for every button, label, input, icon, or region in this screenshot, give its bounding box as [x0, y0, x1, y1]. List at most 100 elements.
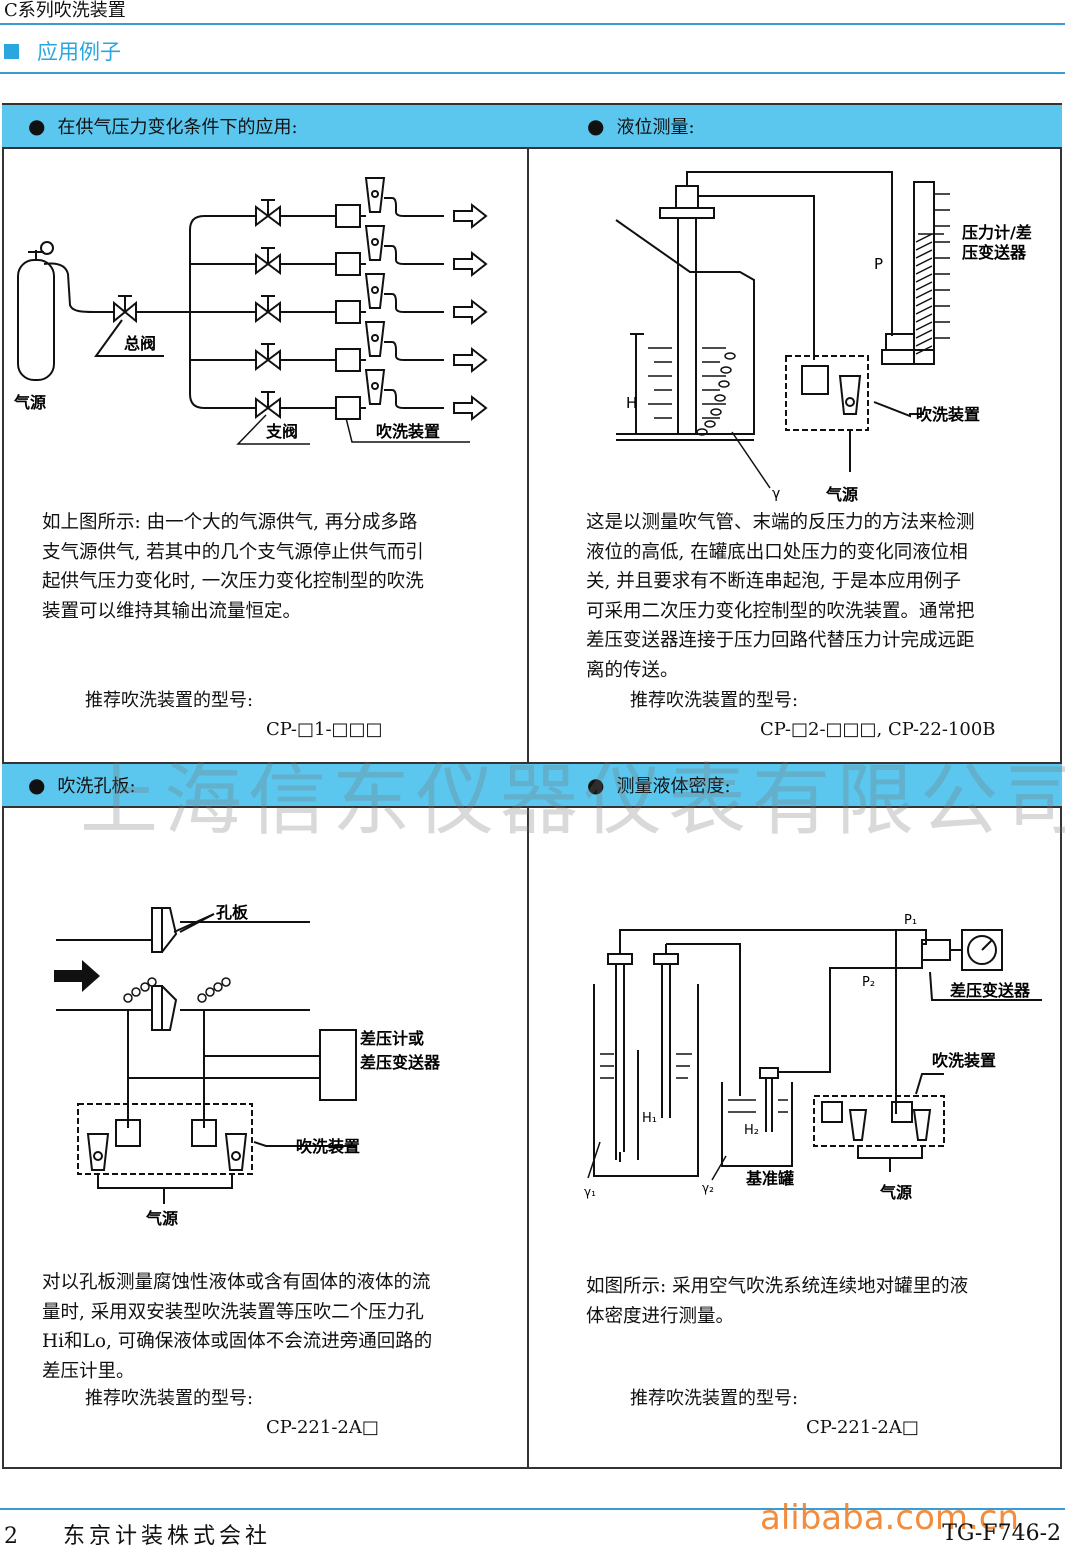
- desc-line: 这是以测量吹气管、末端的反压力的方法来检测: [586, 512, 975, 533]
- label-gas-source-3: 气源: [145, 1209, 178, 1228]
- label-gas-source-2: 气源: [825, 485, 858, 504]
- orifice-diagram: 孔板 差压计或 差压变送器 吹洗装置 气源: [54, 903, 441, 1228]
- footer-rule: [0, 1508, 1065, 1510]
- panel-title-density: 测量液体密度:: [616, 776, 731, 797]
- desc-line: 液位的高低, 在罐底出口处压力的变化同液位相: [586, 541, 968, 563]
- orifice-description: 对以孔板测量腐蚀性液体或含有固体的液体的流 量时, 采用双安装型吹洗装置等压吹二…: [42, 1268, 432, 1386]
- supply-model: CP-□1-□□□: [266, 719, 383, 740]
- desc-line: 支气源供气, 若其中的几个支气源停止供气而引: [42, 541, 424, 563]
- flowmeter-icon: [364, 225, 386, 261]
- flow-arrow-icon: [54, 960, 100, 992]
- label-dp-1: 差压计或: [360, 1029, 424, 1048]
- label-gamma1: γ₁: [584, 1185, 596, 1199]
- density-description: 如图所示: 采用空气吹洗系统连续地对罐里的液 体密度进行测量。: [586, 1272, 968, 1331]
- outlet-arrow-icon: [453, 394, 488, 422]
- desc-line: 离的传送。: [586, 659, 679, 681]
- flowmeter-icon: [364, 369, 386, 405]
- label-dp-transmitter: 差压变送器: [950, 981, 1031, 1000]
- branch-valve-icon: [255, 397, 281, 419]
- label-purge-device: 吹洗装置: [376, 422, 440, 441]
- company-name: 东京计装株式会社: [63, 1524, 272, 1549]
- level-diagram: P H γ 压力计/差 压变送器 吹洗装置 气源: [615, 171, 1032, 504]
- label-purge-device-4: 吹洗装置: [932, 1051, 996, 1070]
- desc-line: 如图所示: 采用空气吹洗系统连续地对罐里的液: [586, 1276, 969, 1297]
- desc-line: 装置可以维持其输出流量恒定。: [42, 600, 302, 622]
- label-gas-source-4: 气源: [879, 1183, 912, 1202]
- outlet-arrow-icon: [453, 202, 488, 230]
- outlet-arrow-icon: [453, 298, 488, 326]
- flowmeter-icon: [364, 273, 386, 309]
- bullet-icon: ●: [587, 773, 605, 797]
- bullet-icon: ●: [587, 114, 605, 138]
- page-number: 2: [4, 1524, 22, 1549]
- square-bullet-icon: [4, 43, 19, 59]
- footer-left: 2 东京计装株式会社: [4, 1518, 271, 1550]
- desc-line: 关, 并且要求有不断连串起泡, 于是本应用例子: [586, 571, 962, 592]
- label-p2: P₂: [862, 975, 875, 990]
- level-recommend-label: 推荐吹洗装置的型号:: [630, 690, 799, 711]
- label-p: P: [874, 255, 883, 273]
- purge-regulator-icon: [335, 204, 361, 228]
- density-model: CP-221-2A□: [806, 1417, 919, 1438]
- label-gauge-2: 压变送器: [962, 243, 1027, 262]
- orifice-model: CP-221-2A□: [266, 1417, 379, 1438]
- label-purge-device-3: 吹洗装置: [296, 1137, 360, 1156]
- panel-header-orifice: ● 吹洗孔板:: [2, 762, 529, 808]
- purge-regulator-icon: [335, 396, 361, 420]
- label-h1: H₁: [642, 1111, 657, 1126]
- supply-description: 如上图所示: 由一个大的气源供气, 再分成多路 支气源供气, 若其中的几个支气源…: [42, 508, 424, 626]
- label-reference-tank: 基准罐: [745, 1169, 794, 1188]
- panel-header-density: ● 测量液体密度:: [527, 762, 1062, 808]
- panel-title-supply: 在供气压力变化条件下的应用:: [57, 117, 298, 138]
- supply-recommend-label: 推荐吹洗装置的型号:: [85, 690, 254, 711]
- label-branch-valve: 支阀: [265, 422, 298, 441]
- section-heading: 应用例子: [4, 34, 121, 68]
- purge-regulator-icon: [335, 252, 361, 276]
- label-gauge-1: 压力计/差: [962, 223, 1032, 242]
- header-rule: [0, 23, 1065, 25]
- desc-line: 对以孔板测量腐蚀性液体或含有固体的液体的流: [42, 1272, 431, 1293]
- panel-title-orifice: 吹洗孔板:: [57, 776, 136, 797]
- desc-line: 量时, 采用双安装型吹洗装置等压吹二个压力孔: [42, 1301, 424, 1323]
- bullet-icon: ●: [28, 773, 46, 797]
- level-model: CP-□2-□□□, CP-22-100B: [760, 719, 996, 740]
- desc-line: 体密度进行测量。: [586, 1305, 735, 1327]
- supply-diagram: 总阀 气源 支阀 吹洗装置: [13, 177, 488, 445]
- outlet-arrow-icon: [453, 250, 488, 278]
- desc-line: 可采用二次压力变化控制型的吹洗装置。通常把: [586, 600, 975, 622]
- label-orifice: 孔板: [216, 903, 249, 922]
- label-h: H: [626, 394, 637, 412]
- section-title: 应用例子: [37, 40, 121, 64]
- brand-watermark: alibaba.com.cn: [760, 1498, 1020, 1538]
- level-description: 这是以测量吹气管、末端的反压力的方法来检测 液位的高低, 在罐底出口处压力的变化…: [586, 508, 975, 685]
- branch-valve-icon: [255, 301, 281, 323]
- outlet-arrow-icon: [453, 346, 488, 374]
- orifice-recommend-label: 推荐吹洗装置的型号:: [85, 1388, 254, 1409]
- label-gamma: γ: [772, 486, 780, 502]
- gas-cylinder: [17, 259, 55, 381]
- branch-valve-icon: [255, 253, 281, 275]
- branch-valve-icon: [255, 349, 281, 371]
- flowmeter-icon: [364, 177, 386, 213]
- label-main-valve: 总阀: [124, 334, 156, 353]
- label-purge-device-2: 吹洗装置: [916, 405, 980, 424]
- label-gas-source: 气源: [13, 393, 46, 412]
- desc-line: 起供气压力变化时, 一次压力变化控制型的吹洗: [42, 571, 424, 592]
- density-diagram: P₁ P₂ 差压变送器 吹洗装置 H₁ H₂ γ₁ γ₂ 基准罐 气源: [584, 913, 1042, 1202]
- label-dp-2: 差压变送器: [360, 1053, 441, 1072]
- desc-line: 差压计里。: [42, 1360, 135, 1382]
- section-rule: [0, 72, 1065, 74]
- panel-title-level: 液位测量:: [616, 117, 695, 138]
- doc-code: TG-F746-2: [942, 1521, 1061, 1546]
- bullet-icon: ●: [28, 114, 46, 138]
- purge-regulator-icon: [335, 348, 361, 372]
- flowmeter-icon: [364, 321, 386, 357]
- label-p1: P₁: [904, 913, 917, 928]
- label-gamma2: γ₂: [702, 1181, 714, 1195]
- panel-header-supply: ● 在供气压力变化条件下的应用:: [2, 103, 529, 149]
- density-recommend-label: 推荐吹洗装置的型号:: [630, 1388, 799, 1409]
- label-h2: H₂: [744, 1123, 759, 1138]
- series-title: C系列吹洗装置: [4, 0, 126, 21]
- purge-regulator-icon: [335, 300, 361, 324]
- panel-header-level: ● 液位测量:: [527, 103, 1062, 149]
